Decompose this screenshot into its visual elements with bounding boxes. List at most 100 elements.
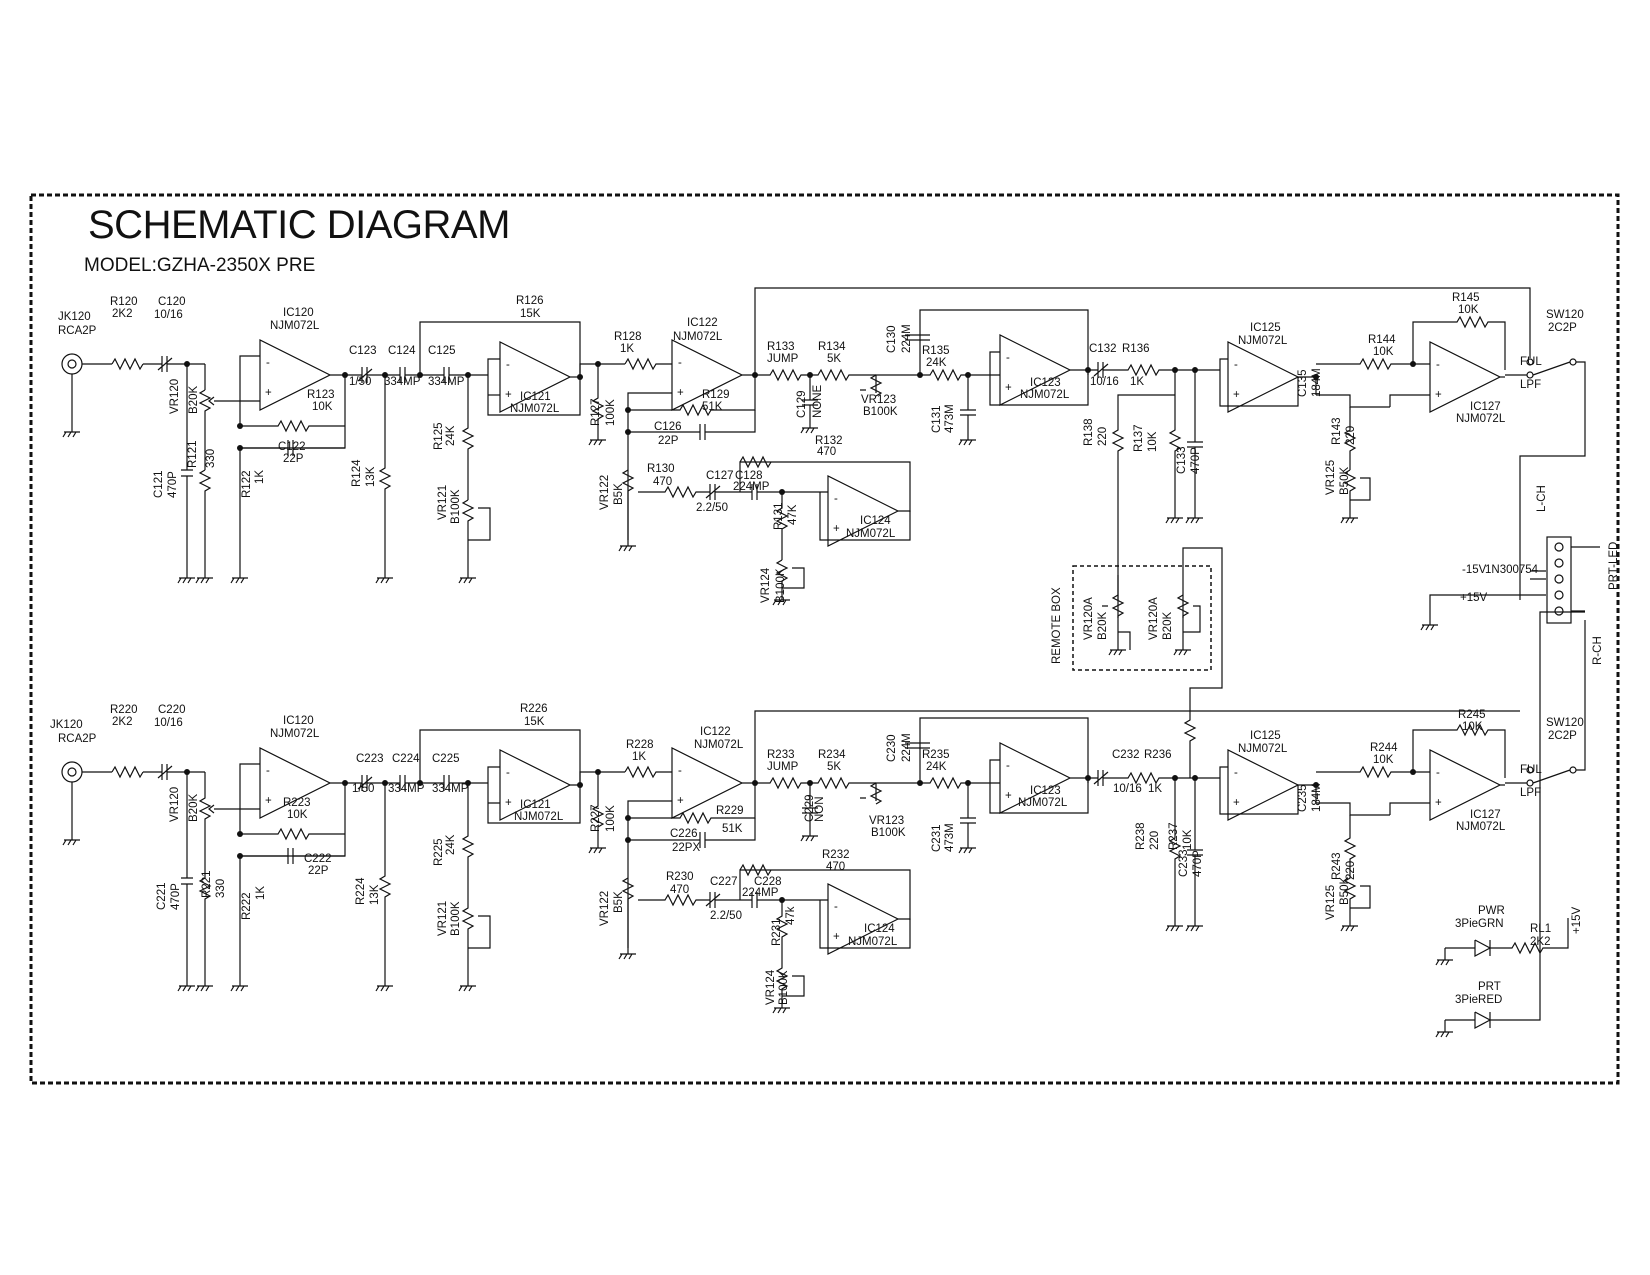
component-label: C130 bbox=[886, 326, 898, 354]
opamp-ic121-icon bbox=[499, 749, 572, 821]
component-label: IC125 bbox=[1250, 730, 1281, 742]
component-label: NJM072L bbox=[673, 331, 723, 343]
component-label: C127 bbox=[706, 470, 734, 482]
component-label: C126 bbox=[654, 421, 682, 433]
component-label: 184M bbox=[1311, 783, 1323, 812]
component-label: 10K bbox=[1373, 754, 1394, 766]
component-label: C120 bbox=[158, 296, 186, 308]
opamp-ic120-icon bbox=[259, 339, 332, 411]
component-label: 3PieGRN bbox=[1455, 918, 1504, 930]
component-label: 2K2 bbox=[1530, 936, 1550, 948]
component-label: 15K bbox=[524, 716, 545, 728]
component-label: C135 bbox=[1297, 370, 1309, 398]
component-label: 22PX bbox=[672, 842, 700, 854]
svg-text:+: + bbox=[1435, 797, 1442, 809]
component-label: C231 bbox=[931, 825, 943, 853]
component-label: PRT-LED bbox=[1608, 542, 1620, 590]
component-label: 5K bbox=[827, 353, 841, 365]
component-label: 470P bbox=[167, 471, 179, 498]
svg-text:-: - bbox=[506, 767, 510, 779]
svg-text:-: - bbox=[1006, 352, 1010, 364]
component-label: R129 bbox=[702, 389, 730, 401]
component-label: PRT bbox=[1478, 981, 1501, 993]
component-label: B20K bbox=[1162, 612, 1174, 640]
component-label: R143 bbox=[1331, 418, 1343, 446]
component-label: C224 bbox=[392, 753, 420, 765]
component-label: VR122 bbox=[599, 891, 611, 926]
component-label: VR120A bbox=[1148, 597, 1160, 640]
svg-text:+: + bbox=[265, 387, 272, 399]
component-label: 220 bbox=[1097, 427, 1109, 446]
component-label: R131 bbox=[773, 503, 785, 531]
component-label: VR123 bbox=[869, 815, 904, 827]
component-label: 10K bbox=[1147, 431, 1159, 452]
component-label: C222 bbox=[304, 853, 332, 865]
component-label: IC123 bbox=[1030, 377, 1061, 389]
component-label: 13K bbox=[365, 466, 377, 487]
component-label: 1K bbox=[620, 343, 634, 355]
component-label: 224M bbox=[901, 324, 913, 353]
component-label: NJM072L bbox=[270, 728, 320, 740]
svg-text:+: + bbox=[265, 795, 272, 807]
component-label: 2K2 bbox=[112, 716, 132, 728]
component-label: VR120 bbox=[169, 787, 181, 822]
component-label: C121 bbox=[153, 471, 165, 499]
component-label: R228 bbox=[626, 739, 654, 751]
opamp-ic123-icon bbox=[999, 334, 1072, 406]
component-label: 47K bbox=[787, 504, 799, 525]
component-label: B50K bbox=[1339, 467, 1351, 495]
component-label: NONE bbox=[812, 384, 824, 418]
component-label: 22P bbox=[308, 865, 329, 877]
component-label: 334MP bbox=[384, 376, 421, 388]
component-label: R236 bbox=[1144, 749, 1172, 761]
svg-text:-: - bbox=[1006, 760, 1010, 772]
component-label: NJM072L bbox=[270, 320, 320, 332]
page-title: SCHEMATIC DIAGRAM bbox=[88, 203, 510, 247]
component-label: VR123 bbox=[861, 394, 896, 406]
component-label: R234 bbox=[818, 749, 846, 761]
component-label: C133 bbox=[1176, 447, 1188, 475]
led-pwr-icon bbox=[1445, 918, 1569, 957]
component-label: C230 bbox=[886, 735, 898, 763]
component-label: 1K bbox=[255, 886, 267, 900]
component-label: 184M bbox=[1311, 368, 1323, 397]
component-label: FUL bbox=[1520, 356, 1542, 368]
component-label: 220 bbox=[1345, 426, 1357, 445]
svg-text:+: + bbox=[677, 795, 684, 807]
component-label: R122 bbox=[241, 471, 253, 499]
component-label: 470 bbox=[817, 446, 836, 458]
component-label: RCA2P bbox=[58, 325, 97, 337]
component-label: 10K bbox=[1182, 829, 1194, 850]
component-label: 10K bbox=[287, 809, 308, 821]
component-label: C124 bbox=[388, 345, 416, 357]
component-label: IC121 bbox=[520, 799, 551, 811]
component-label: NJM072L bbox=[1018, 797, 1068, 809]
component-label: R220 bbox=[110, 704, 138, 716]
component-label: NJM072L bbox=[1238, 335, 1288, 347]
component-label: VR121 bbox=[437, 485, 449, 520]
component-label: 224MP bbox=[742, 887, 779, 899]
component-label: 47k bbox=[785, 906, 797, 925]
opamp-ic121-icon bbox=[499, 341, 572, 413]
component-label: R243 bbox=[1331, 853, 1343, 881]
component-label: 1K bbox=[1148, 783, 1162, 795]
component-label: R125 bbox=[433, 423, 445, 451]
component-label: IC120 bbox=[283, 307, 314, 319]
component-label: R130 bbox=[647, 463, 675, 475]
component-label: 15K bbox=[520, 308, 541, 320]
component-label: R226 bbox=[520, 703, 548, 715]
component-label: RCA2P bbox=[58, 733, 97, 745]
component-label: B20K bbox=[1097, 612, 1109, 640]
opamp-ic125-icon bbox=[1227, 749, 1300, 821]
component-label: -15V bbox=[1462, 564, 1487, 576]
component-label: 1K bbox=[254, 470, 266, 484]
component-label: NJM072L bbox=[514, 811, 564, 823]
component-label: R244 bbox=[1370, 742, 1398, 754]
svg-text:-: - bbox=[834, 493, 838, 505]
svg-text:-: - bbox=[1436, 359, 1440, 371]
component-label: IC124 bbox=[860, 515, 891, 527]
opamp-ic122-icon bbox=[671, 339, 744, 411]
component-label: 2C2P bbox=[1548, 730, 1577, 742]
right-channel-circuit: -+ -+ -+ bbox=[61, 620, 1586, 1014]
component-label: JK120 bbox=[50, 719, 83, 731]
